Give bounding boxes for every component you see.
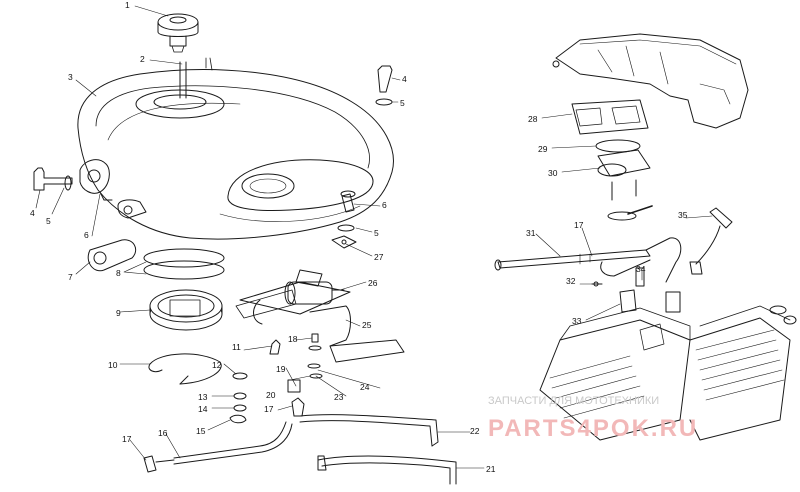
intake-manifold (595, 139, 653, 221)
callout-7: 7 (68, 272, 73, 282)
engine-cylinders (539, 305, 797, 441)
callout-30: 30 (548, 168, 558, 178)
intake-housing (552, 33, 749, 135)
watermark-subtitle: ЗАПЧАСТИ ДЛЯ МОТОТЕХНИКИ (488, 395, 659, 407)
watermark: ЗАПЧАСТИ ДЛЯ МОТОТЕХНИКИ PARTS4POK.RU (488, 395, 698, 442)
callout-23: 23 (334, 392, 344, 402)
callout-27: 27 (374, 252, 384, 262)
clamp-11 (269, 339, 281, 355)
cover (87, 239, 137, 272)
callout-33: 33 (572, 316, 582, 326)
callout-labels: 1 2 3 4 5 4 5 6 7 8 9 10 12 13 14 15 17 … (30, 0, 688, 474)
callout-31: 31 (526, 228, 536, 238)
center-fittings (287, 333, 323, 417)
callout-17: 17 (122, 434, 132, 444)
filler-neck (179, 57, 213, 99)
callout-10: 10 (108, 360, 118, 370)
callout-28: 28 (528, 114, 538, 124)
callout-25: 25 (362, 320, 372, 330)
callout-11: 11 (232, 342, 241, 352)
fuel-line-21 (317, 455, 457, 485)
mount-bolt-right (375, 65, 393, 106)
o-rings (143, 248, 225, 280)
callout-32: 32 (566, 276, 576, 286)
callout-9: 9 (116, 308, 121, 318)
callout-8: 8 (116, 268, 121, 278)
mount-bolt-left (33, 167, 73, 191)
spacer-and-clip (331, 190, 357, 249)
leader-lines (35, 5, 713, 469)
callout-4: 4 (30, 208, 35, 218)
petcock (79, 159, 147, 219)
callout-20: 20 (266, 390, 276, 400)
fuel-rail (494, 237, 682, 283)
fuel-pump (235, 269, 405, 363)
sensor (689, 207, 733, 275)
fuel-line-22 (299, 414, 439, 447)
fuel-cap (157, 13, 199, 53)
retaining-ring (148, 353, 222, 385)
fuel-line-16 (143, 421, 293, 473)
callout-3: 3 (68, 72, 73, 82)
callout-12: 12 (212, 360, 222, 370)
injectors (591, 267, 681, 313)
callout-34: 34 (636, 264, 646, 274)
callout-22: 22 (470, 426, 480, 436)
watermark-title: PARTS4POK.RU (488, 415, 698, 442)
callout-26: 26 (368, 278, 378, 288)
callout-21: 21 (486, 464, 496, 474)
callout-6: 6 (84, 230, 89, 240)
hose-clamps (229, 372, 248, 424)
callout-15: 15 (196, 426, 206, 436)
callout-29: 29 (538, 144, 548, 154)
callout-35: 35 (678, 210, 688, 220)
callout-5: 5 (374, 228, 379, 238)
callout-1: 1 (125, 0, 130, 10)
callout-17: 17 (574, 220, 584, 230)
callout-14: 14 (198, 404, 208, 414)
callout-6: 6 (382, 200, 387, 210)
callout-2: 2 (140, 54, 145, 64)
callout-13: 13 (198, 392, 208, 402)
callout-5: 5 (46, 216, 51, 226)
callout-18: 18 (288, 334, 298, 344)
callout-5: 5 (400, 98, 405, 108)
callout-24: 24 (360, 382, 370, 392)
pump-flange (149, 289, 223, 331)
fuel-tank (77, 69, 394, 240)
callout-4: 4 (402, 74, 407, 84)
callout-19: 19 (276, 364, 286, 374)
callout-16: 16 (158, 428, 168, 438)
callout-17: 17 (264, 404, 274, 414)
